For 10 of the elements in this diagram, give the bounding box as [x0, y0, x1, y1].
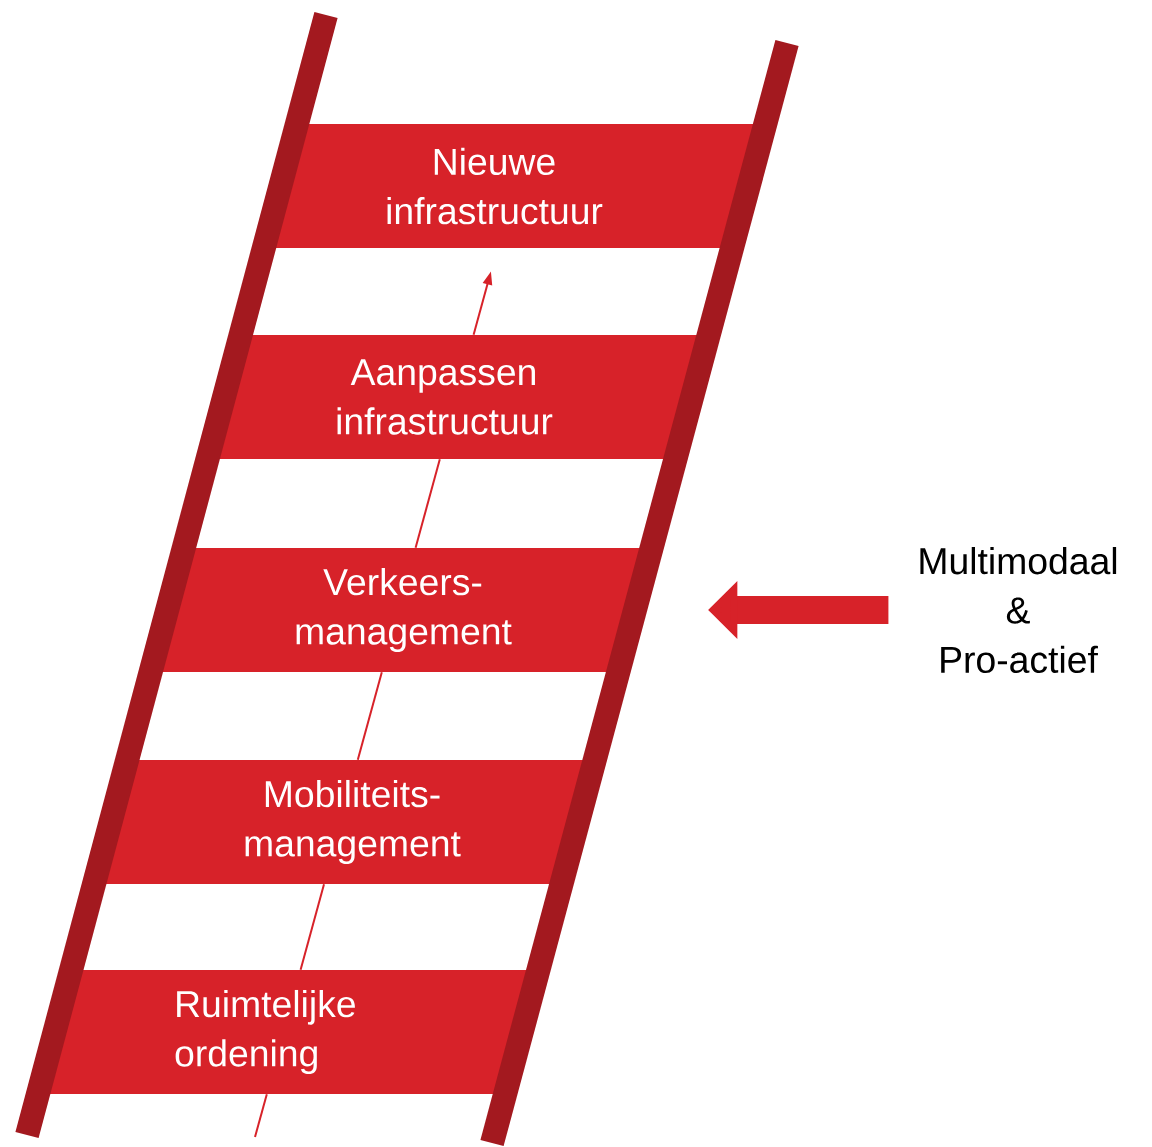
- connector-line: [414, 458, 441, 549]
- ladder-rung: Ruimtelijke ordening: [38, 970, 539, 1094]
- ladder-rung: Verkeers- management: [151, 548, 652, 672]
- connector-line: [299, 883, 325, 971]
- ladder-rung: Nieuwe infrastructuur: [264, 124, 766, 248]
- ladder-rung: Aanpassen infrastructuur: [207, 335, 709, 459]
- connector-line: [254, 1093, 268, 1138]
- connector-line: [356, 671, 383, 761]
- ladder-rung: Mobiliteits- management: [94, 760, 595, 884]
- side-text: Multimodaal & Pro-actief: [920, 547, 1117, 674]
